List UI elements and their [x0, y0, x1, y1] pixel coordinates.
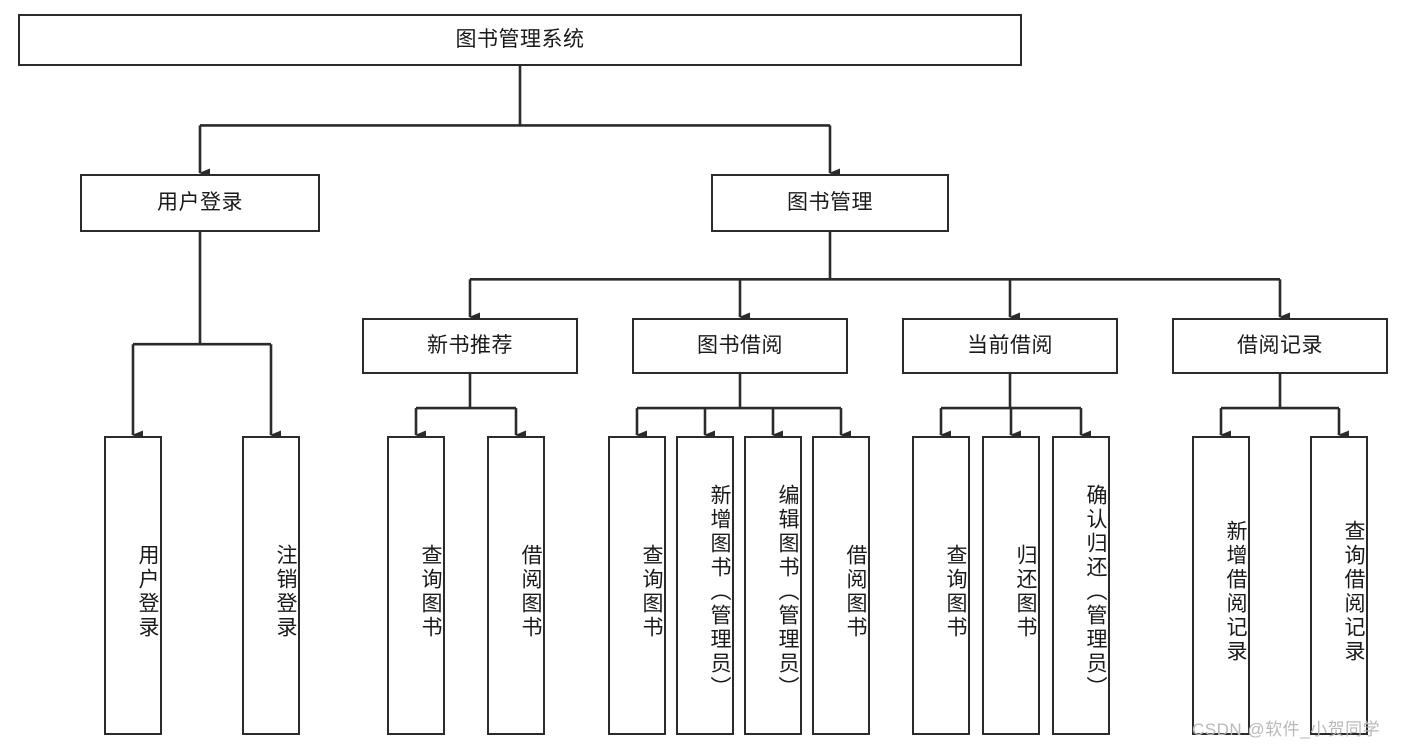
- node-label: 用户登录: [157, 191, 243, 215]
- node-label: 借阅图书: [844, 543, 867, 640]
- node-leaf10[interactable]: 归还图书: [982, 436, 1040, 735]
- node-leaf12[interactable]: 新增借阅记录: [1192, 436, 1250, 735]
- node-leaf7[interactable]: 编辑图书（管理员）: [744, 436, 802, 735]
- watermark-text: CSDN @软件_小贺同学: [1192, 720, 1381, 739]
- node-leaf4[interactable]: 借阅图书: [487, 436, 545, 735]
- node-record[interactable]: 借阅记录: [1172, 318, 1388, 374]
- node-label: 注销登录: [274, 543, 297, 640]
- node-label: 编辑图书（管理员）: [776, 483, 799, 700]
- node-label: 新增图书（管理员）: [708, 483, 731, 700]
- node-label: 查询图书: [944, 543, 967, 640]
- node-borrow[interactable]: 图书借阅: [632, 318, 848, 374]
- node-label: 图书管理: [787, 191, 873, 215]
- node-label: 查询借阅记录: [1342, 519, 1365, 664]
- node-label: 确认归还（管理员）: [1084, 483, 1107, 700]
- node-current[interactable]: 当前借阅: [902, 318, 1118, 374]
- node-newbook[interactable]: 新书推荐: [362, 318, 578, 374]
- node-root[interactable]: 图书管理系统: [18, 14, 1022, 66]
- node-label: 图书管理系统: [455, 28, 585, 52]
- node-login[interactable]: 用户登录: [80, 174, 320, 232]
- node-label: 新书推荐: [427, 334, 513, 358]
- node-leaf11[interactable]: 确认归还（管理员）: [1052, 436, 1110, 735]
- node-leaf6[interactable]: 新增图书（管理员）: [676, 436, 734, 735]
- node-label: 借阅图书: [519, 543, 542, 640]
- node-leaf5[interactable]: 查询图书: [608, 436, 666, 735]
- node-label: 查询图书: [640, 543, 663, 640]
- node-label: 归还图书: [1014, 543, 1037, 640]
- node-bookmgmt[interactable]: 图书管理: [711, 174, 949, 232]
- node-label: 用户登录: [136, 543, 159, 640]
- node-label: 借阅记录: [1237, 334, 1323, 358]
- node-label: 新增借阅记录: [1224, 519, 1247, 664]
- node-leaf2[interactable]: 注销登录: [242, 436, 300, 735]
- node-label: 当前借阅: [967, 334, 1053, 358]
- node-leaf1[interactable]: 用户登录: [104, 436, 162, 735]
- node-leaf13[interactable]: 查询借阅记录: [1310, 436, 1368, 735]
- node-leaf3[interactable]: 查询图书: [387, 436, 445, 735]
- node-label: 查询图书: [419, 543, 442, 640]
- node-label: 图书借阅: [697, 334, 783, 358]
- node-leaf9[interactable]: 查询图书: [912, 436, 970, 735]
- node-leaf8[interactable]: 借阅图书: [812, 436, 870, 735]
